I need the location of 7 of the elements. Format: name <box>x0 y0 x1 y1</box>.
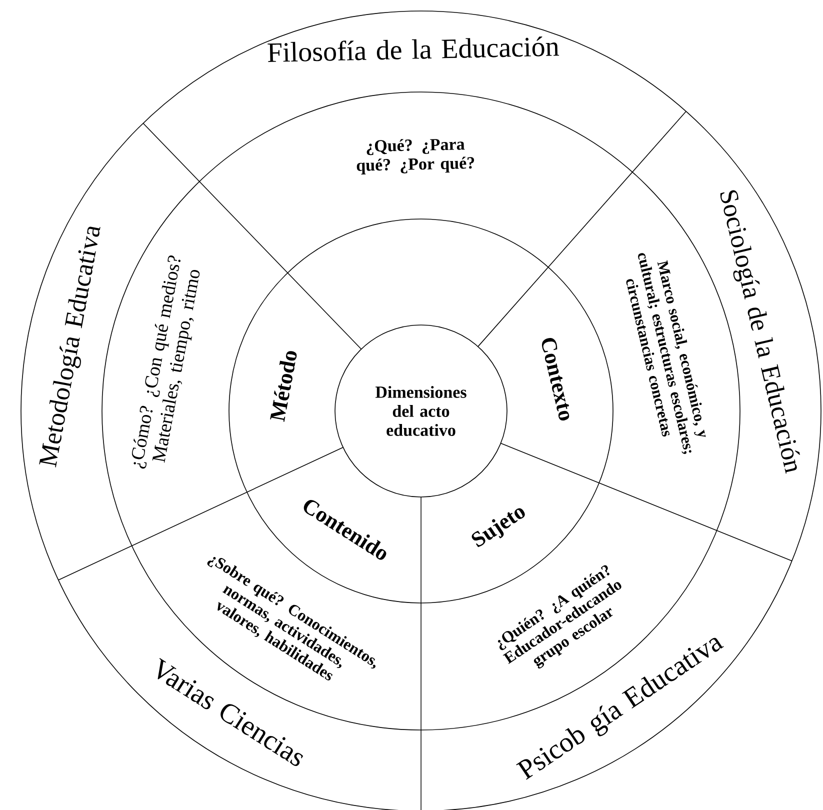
dimension-label: Método <box>270 351 297 422</box>
question-text: ¿Cómo? ¿Con qué medios? Materiales, tiempo, ritmo <box>132 255 200 469</box>
discipline-label: Sociología de la Educación <box>720 190 800 474</box>
question-text: ¿Qué? ¿Para qué? ¿Por qué? <box>356 139 474 174</box>
discipline-label: Filosofía de la Educación <box>268 36 560 62</box>
dimension-label: Contexto <box>542 338 570 420</box>
discipline-label: Metodología Educativa <box>39 226 100 468</box>
